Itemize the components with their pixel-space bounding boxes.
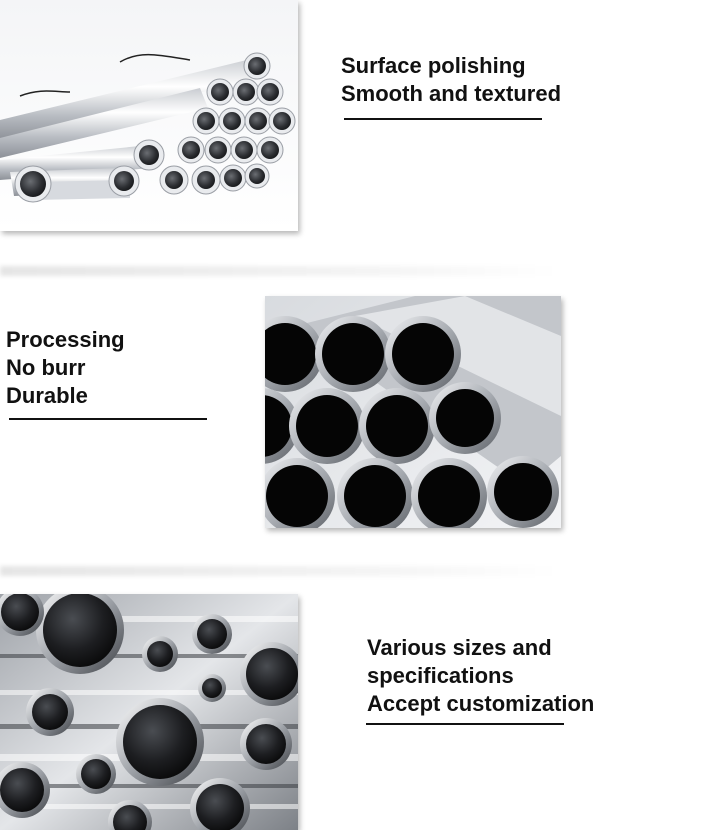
pipe-bodies <box>0 58 262 200</box>
pipe-ends <box>14 52 296 203</box>
caption-line: Processing <box>6 327 125 352</box>
pipe-ends <box>0 594 298 830</box>
assorted-pipe-sizes-photo <box>0 594 298 830</box>
polished-pipe-bundle-photo <box>0 0 298 231</box>
caption-line: Accept customization <box>367 691 595 716</box>
pipe-ends <box>265 316 559 528</box>
caption-line: Durable <box>6 383 88 408</box>
caption-line: Smooth and textured <box>341 81 562 106</box>
caption-underline <box>344 118 542 120</box>
caption-line: Surface polishing <box>341 53 526 78</box>
caption-line: Various sizes and <box>367 635 552 660</box>
assorted-pipes-illustration <box>0 594 298 830</box>
section-divider <box>0 566 560 576</box>
pipe-bundle-illustration <box>0 0 298 231</box>
pipe-stack-illustration <box>265 296 561 528</box>
caption-line: specifications <box>367 663 514 688</box>
caption-sizes: Various sizes and specifications Accept … <box>367 634 594 718</box>
caption-surface: Surface polishing Smooth and textured <box>341 52 561 108</box>
stacked-pipe-ends-photo <box>265 296 561 528</box>
caption-underline <box>366 723 564 725</box>
section-divider <box>0 266 560 276</box>
caption-processing: Processing No burr Durable <box>6 326 125 410</box>
caption-underline <box>9 418 207 420</box>
caption-line: No burr <box>6 355 86 380</box>
